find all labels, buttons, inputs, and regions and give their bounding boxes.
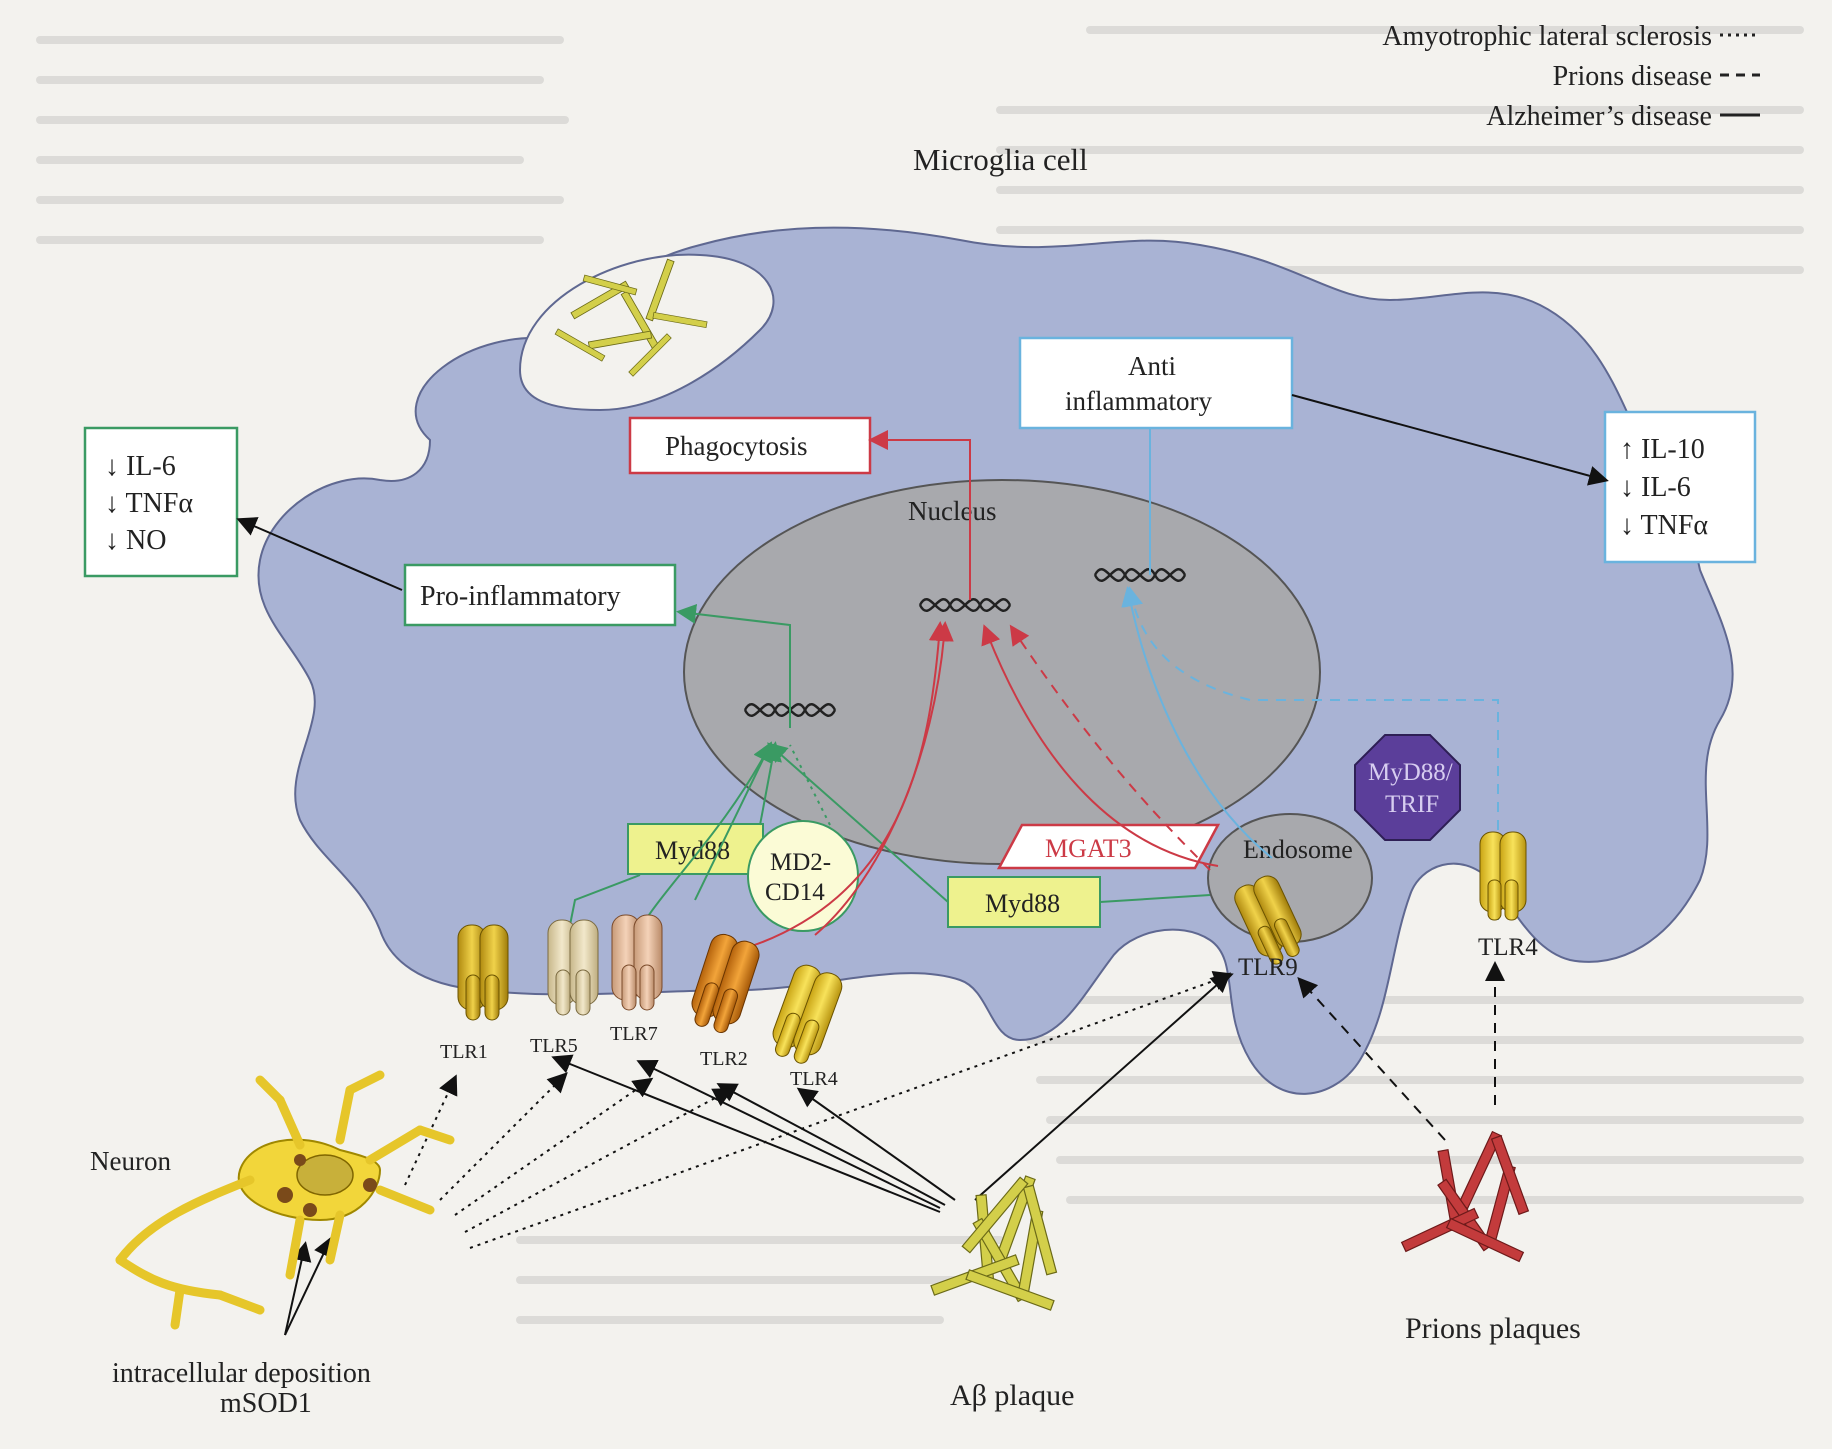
anti-inflammatory-label-1: Anti [1128, 351, 1176, 381]
anti-inflammatory-label-2: inflammatory [1065, 386, 1212, 416]
tlr9-label: TLR9 [1238, 954, 1298, 981]
receptor-tlr4-right [1479, 831, 1527, 921]
prions-plaques-label: Prions plaques [1405, 1312, 1581, 1345]
pro-output-2: ↓ TNFα [105, 488, 193, 519]
myd88-trif-octagon: MyD88/ TRIF [1354, 734, 1461, 841]
stimulus-arrows [284, 961, 1505, 1336]
tlr4-left-label: TLR4 [790, 1068, 838, 1090]
microglia-cell-title: Microglia cell [913, 142, 1088, 177]
legend: Amyotrophic lateral sclerosis Prions dis… [1382, 21, 1760, 132]
anti-outputs-box: ↑ IL-10 ↓ IL-6 ↓ TNFα [1603, 410, 1757, 564]
nucleus-label: Nucleus [908, 496, 996, 526]
msod1-label-2: intracellular deposition [112, 1358, 371, 1389]
nucleus [683, 479, 1321, 865]
pro-outputs-box: ↓ IL-6 ↓ TNFα ↓ NO [83, 426, 239, 578]
receptor-tlr1 [457, 924, 509, 1021]
cd14-label: CD14 [765, 879, 825, 906]
legend-prion-label: Prions disease [1553, 61, 1712, 92]
anti-output-1: ↑ IL-10 [1620, 434, 1705, 465]
pro-output-1: ↓ IL-6 [105, 451, 176, 482]
stimulus-labels: Neuron mSOD1 intracellular deposition Aβ… [90, 1146, 1581, 1419]
receptor-tlr2 [691, 933, 760, 1034]
anti-inflammatory-box: Anti inflammatory [1018, 336, 1294, 430]
md2-cd14-circle: MD2- CD14 [747, 820, 859, 932]
tlr2-label: TLR2 [700, 1048, 748, 1070]
myd88-trif-label-1: MyD88/ [1368, 759, 1453, 786]
phagocytosis-box: Phagocytosis [628, 416, 872, 475]
tlr5-label: TLR5 [530, 1035, 578, 1057]
pro-inflammatory-box: Pro-inflammatory [403, 563, 677, 627]
mgat3-box: MGAT3 [996, 823, 1221, 870]
abeta-plaque-label: Aβ plaque [950, 1379, 1074, 1412]
anti-output-2: ↓ IL-6 [1620, 472, 1691, 503]
phagocytosis-label: Phagocytosis [665, 431, 808, 461]
myd88-label-right: Myd88 [985, 889, 1060, 918]
mgat3-label: MGAT3 [1045, 834, 1132, 863]
tlr4-right-label: TLR4 [1478, 934, 1538, 961]
msod1-label-1: mSOD1 [220, 1388, 312, 1419]
receptor-labels: TLR1 TLR5 TLR7 TLR2 TLR4 TLR9 TLR4 [440, 934, 1538, 1090]
myd88-box-right: Myd88 [947, 876, 1101, 928]
pro-inflammatory-label: Pro-inflammatory [420, 581, 621, 612]
neuron-label: Neuron [90, 1146, 171, 1176]
tlr7-label: TLR7 [610, 1023, 658, 1045]
pro-output-3: ↓ NO [105, 525, 166, 556]
myd88-box-left: Myd88 [627, 823, 764, 875]
anti-output-3: ↓ TNFα [1620, 510, 1708, 541]
md2-label: MD2- [770, 849, 831, 876]
receptor-tlr5 [547, 919, 599, 1016]
tlr1-label: TLR1 [440, 1041, 488, 1063]
legend-als-label: Amyotrophic lateral sclerosis [1382, 21, 1712, 52]
receptor-tlr4-left [772, 964, 843, 1064]
receptor-tlr7 [611, 914, 663, 1011]
endosome-label: Endosome [1243, 835, 1353, 864]
myd88-trif-label-2: TRIF [1385, 791, 1439, 818]
receptor-tlr9 [1234, 875, 1302, 965]
legend-alzheimer-label: Alzheimer’s disease [1486, 101, 1712, 132]
neuron [115, 1070, 455, 1330]
